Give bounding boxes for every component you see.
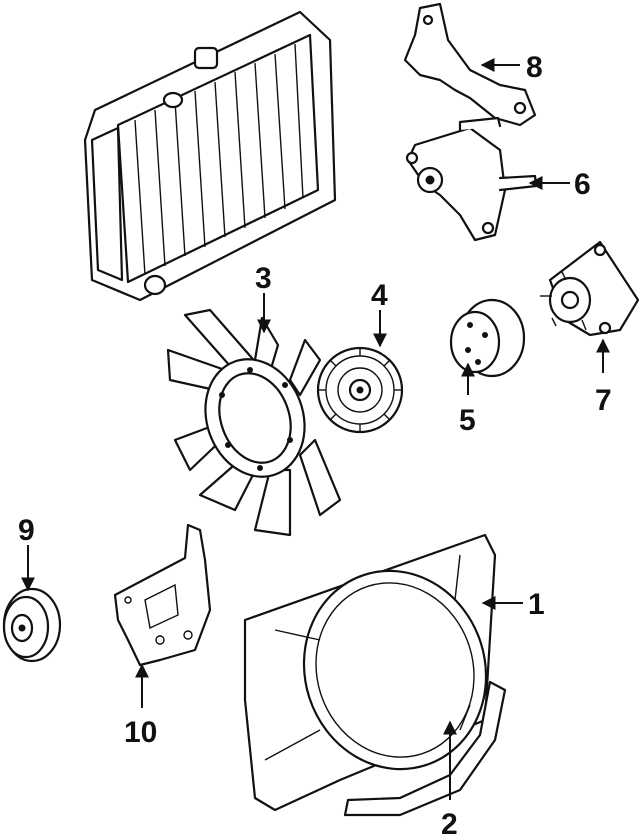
callout-10: 10 [124,716,157,749]
callout-4: 4 [371,279,388,312]
fan-blade-3 [166,308,342,537]
fan-shroud-1 [243,533,497,812]
leader-lines [21,58,610,800]
callout-labels: 1 2 3 4 5 6 7 8 9 10 [18,51,612,836]
pulley-5 [449,298,526,378]
radiator-cap-icon [193,46,219,70]
callout-6: 6 [574,168,591,201]
fan-clutch-4 [316,346,404,434]
callout-8: 8 [526,51,543,84]
bracket-8 [403,2,537,127]
water-pump-6 [405,116,538,242]
shroud-extension-2 [343,680,507,817]
callout-9: 9 [18,514,35,547]
callout-7: 7 [595,384,612,417]
callout-5: 5 [459,404,476,437]
callout-1: 1 [528,588,545,621]
radiator [83,10,337,302]
callout-3: 3 [255,262,272,295]
callout-2: 2 [441,808,458,836]
hub-bracket-7 [540,240,640,337]
bracket-10 [113,523,212,667]
pulley-9 [2,587,62,663]
